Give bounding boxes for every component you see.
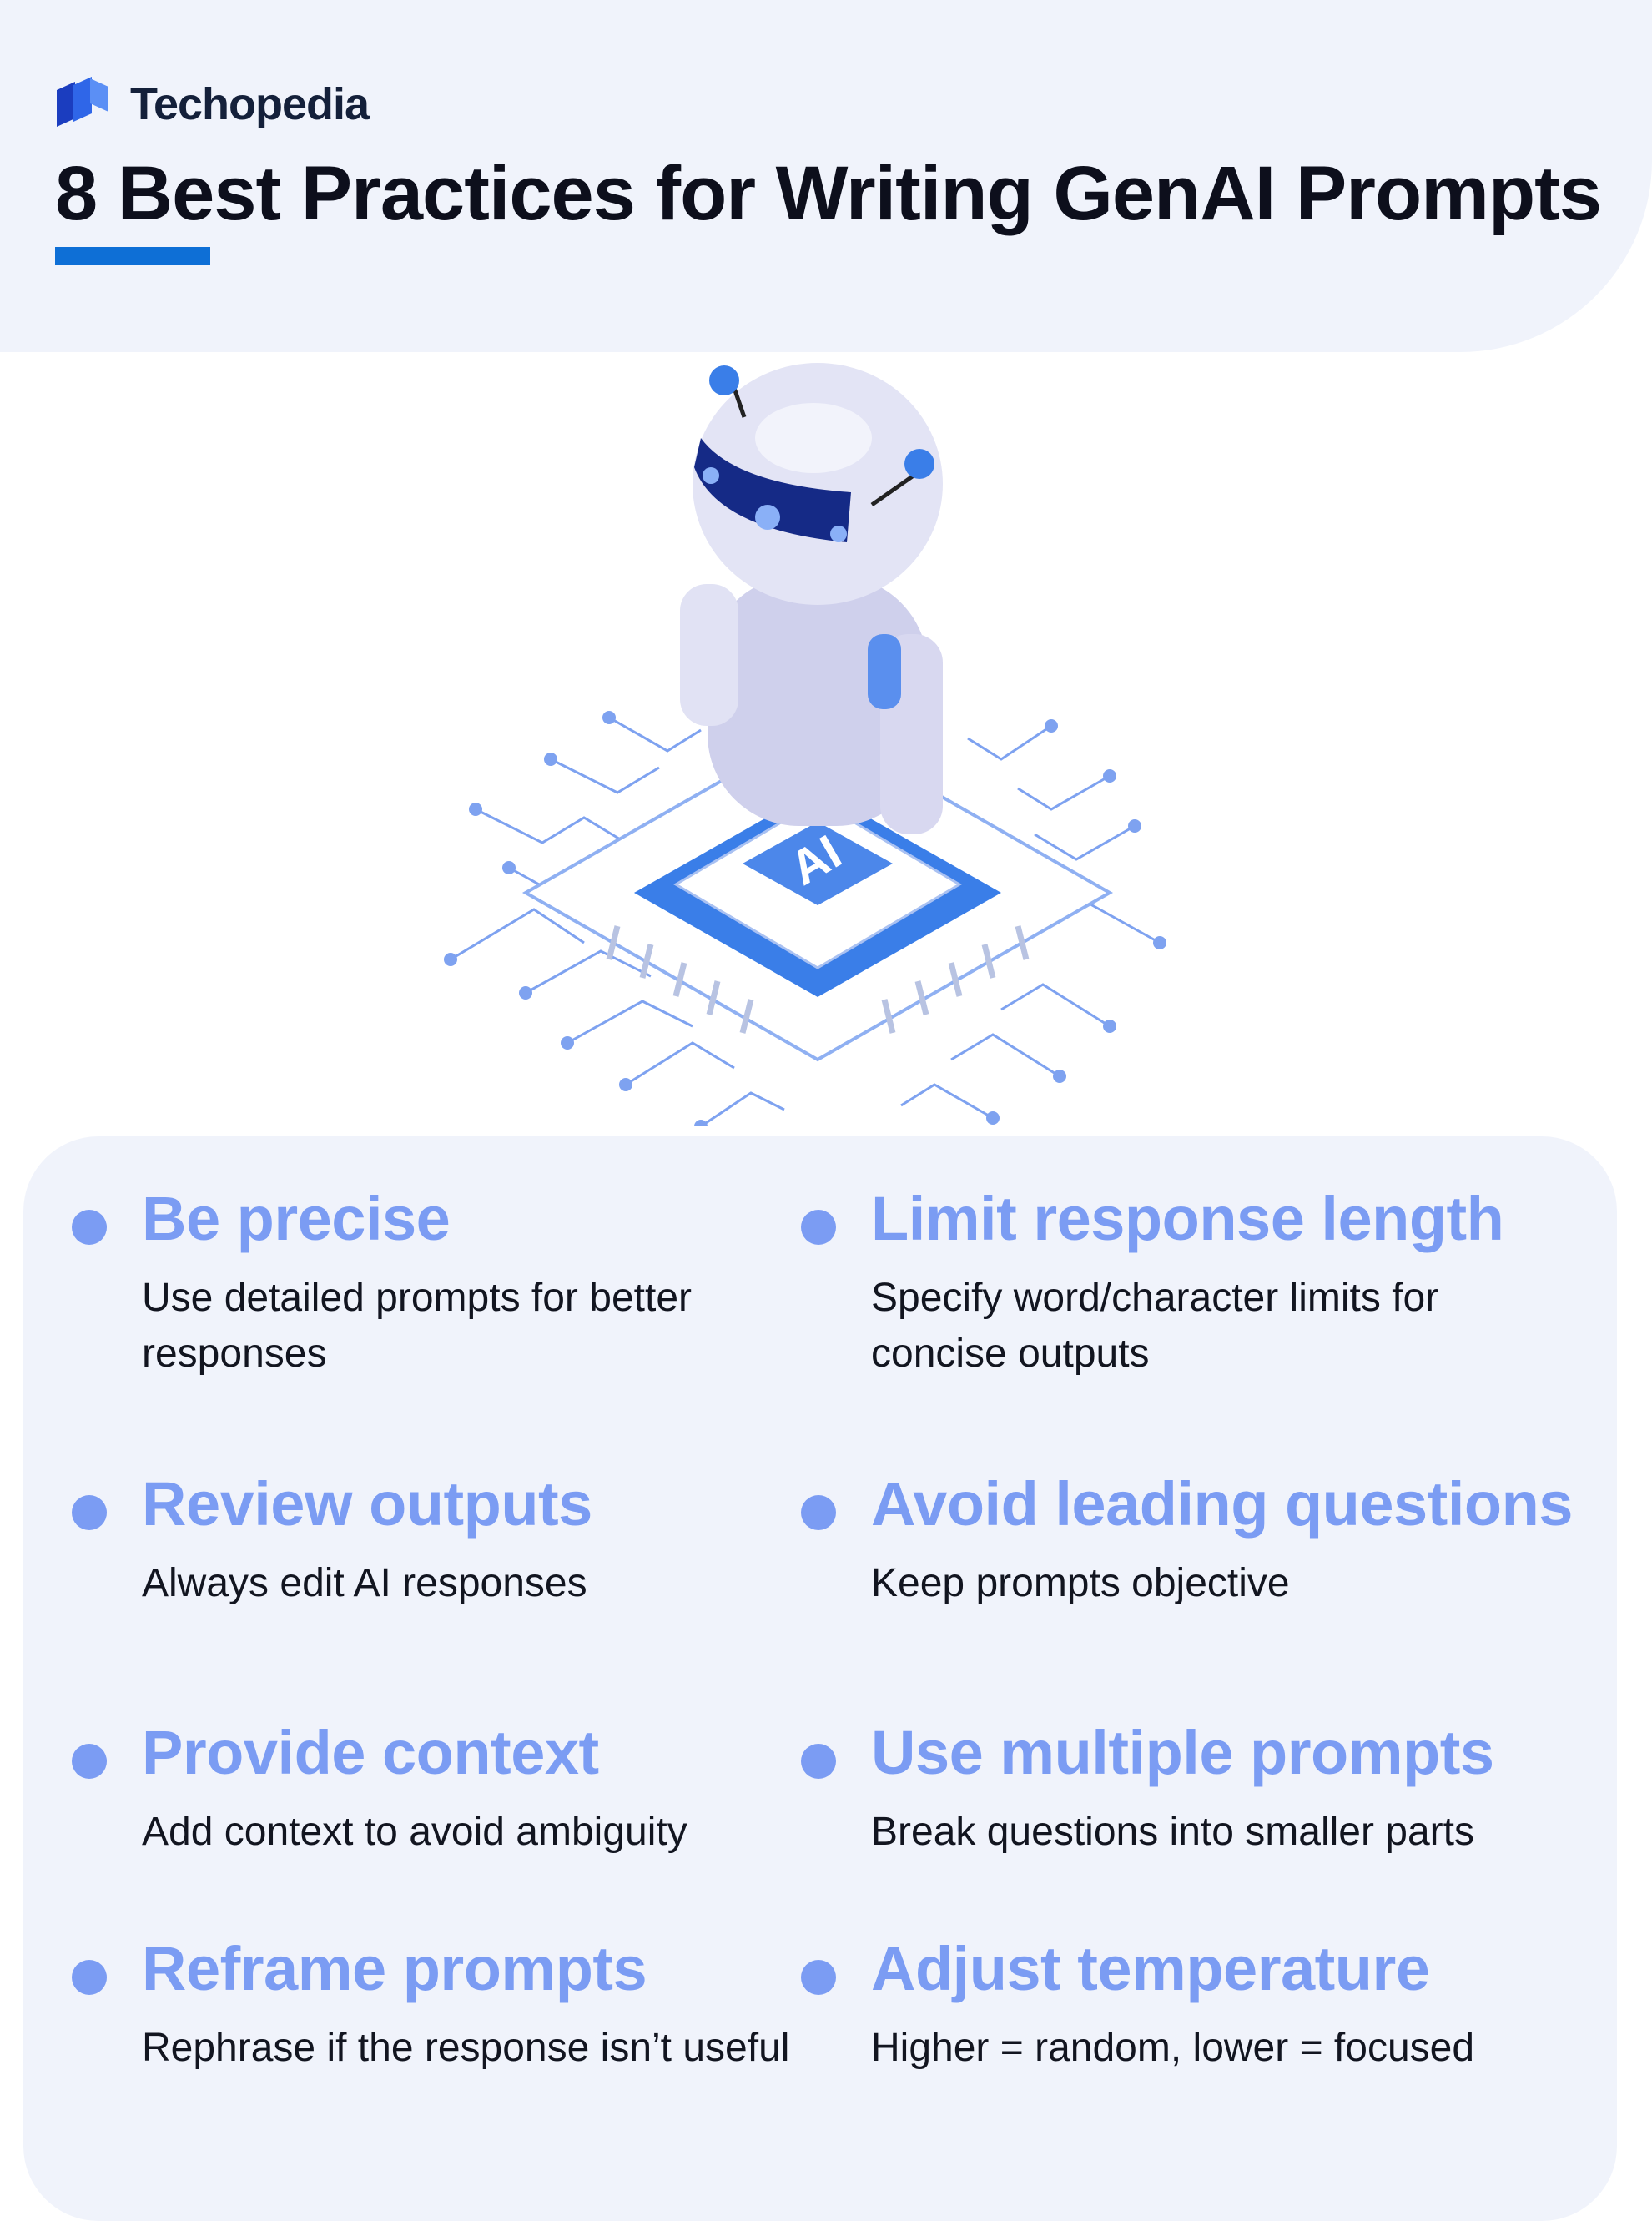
practice-item: Review outputs Always edit AI responses: [72, 1468, 806, 1611]
bullet-icon: [72, 1960, 107, 1995]
practice-title: Review outputs: [142, 1469, 592, 1539]
practice-description: Always edit AI responses: [142, 1561, 587, 1605]
practice-description: Add context to avoid ambiguity: [142, 1810, 687, 1854]
practice-item: Limit response length Specify word/chara…: [801, 1183, 1535, 1382]
practice-description: Keep prompts objective: [871, 1561, 1290, 1605]
page-title: 8 Best Practices for Writing GenAI Promp…: [55, 151, 1602, 236]
bullet-icon: [801, 1960, 836, 1995]
ai-robot-on-chip-illustration: AI: [444, 363, 1166, 1126]
practice-description: Break questions into smaller parts: [871, 1810, 1474, 1854]
bullet-icon: [72, 1210, 107, 1245]
practice-title: Limit response length: [871, 1184, 1504, 1253]
practice-description: Specify word/character limits for concis…: [871, 1276, 1439, 1376]
header-section: Techopedia 8 Best Practices for Writing …: [0, 0, 1652, 352]
brand-name: Techopedia: [130, 79, 370, 129]
practice-item: Provide context Add context to avoid amb…: [72, 1717, 806, 1860]
practice-title: Provide context: [142, 1718, 599, 1787]
practice-item: Avoid leading questions Keep prompts obj…: [801, 1468, 1573, 1611]
practice-item: Use multiple prompts Break questions int…: [801, 1717, 1535, 1860]
title-underline: [55, 247, 210, 265]
chip-label-plate: [743, 822, 893, 905]
chip-pins: [606, 925, 1030, 1034]
practice-description: Use detailed prompts for better response…: [142, 1276, 692, 1376]
brand: Techopedia: [55, 75, 370, 133]
circuit-nodes: [444, 711, 1166, 1126]
practice-title: Be precise: [142, 1184, 451, 1253]
robot: [680, 363, 943, 834]
techopedia-logo-icon: [57, 77, 108, 127]
practice-description: Higher = random, lower = focused: [871, 2026, 1475, 2070]
circuit-traces: [450, 716, 1161, 1126]
practice-title: Reframe prompts: [142, 1934, 647, 2003]
bullet-icon: [801, 1210, 836, 1245]
best-practices-panel: Be precise Use detailed prompts for bett…: [23, 1136, 1617, 2221]
bullet-icon: [72, 1744, 107, 1779]
practice-item: Be precise Use detailed prompts for bett…: [72, 1183, 806, 1382]
practice-title: Adjust temperature: [871, 1934, 1430, 2003]
bullet-icon: [801, 1744, 836, 1779]
practice-item: Reframe prompts Rephrase if the response…: [72, 1933, 806, 2076]
bullet-icon: [72, 1495, 107, 1530]
practice-item: Adjust temperature Higher = random, lowe…: [801, 1933, 1535, 2076]
practice-title: Use multiple prompts: [871, 1718, 1494, 1787]
practice-description: Rephrase if the response isn’t useful: [142, 2026, 790, 2070]
practice-title: Avoid leading questions: [871, 1469, 1573, 1539]
bullet-icon: [801, 1495, 836, 1530]
